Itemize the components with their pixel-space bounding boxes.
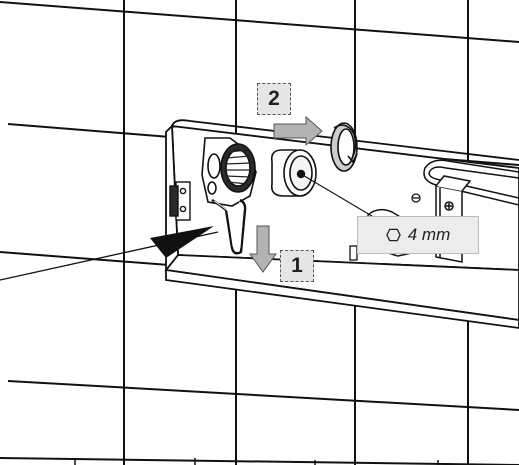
floor-peg	[349, 245, 358, 261]
step-1-badge: 1	[280, 250, 314, 282]
threaded-outlet	[201, 137, 257, 207]
step-2-badge: 2	[257, 83, 291, 115]
pointer-arrowhead	[150, 226, 214, 258]
housing-front-lip	[165, 268, 519, 329]
hex-key-icon	[385, 228, 401, 242]
stopper-plug	[270, 149, 317, 197]
leader-line-stopper	[300, 173, 383, 223]
screw-head	[411, 193, 421, 203]
hex-key-size-callout: 4 mm	[357, 216, 479, 254]
rotate-arrow	[333, 124, 357, 159]
bracket	[169, 181, 191, 221]
hex-key-size: 4 mm	[407, 225, 451, 244]
step-1-number: 1	[291, 254, 303, 277]
o-ring	[330, 122, 358, 172]
tile-line-h4	[7, 380, 519, 411]
retaining-clip	[211, 198, 247, 255]
tile-line-h5	[0, 457, 519, 465]
tile-line-h1	[0, 1, 519, 43]
arrow-step-2	[273, 115, 323, 147]
arrow-step-1	[249, 225, 277, 273]
internal-cable	[423, 159, 519, 206]
step-2-number: 2	[268, 87, 280, 110]
